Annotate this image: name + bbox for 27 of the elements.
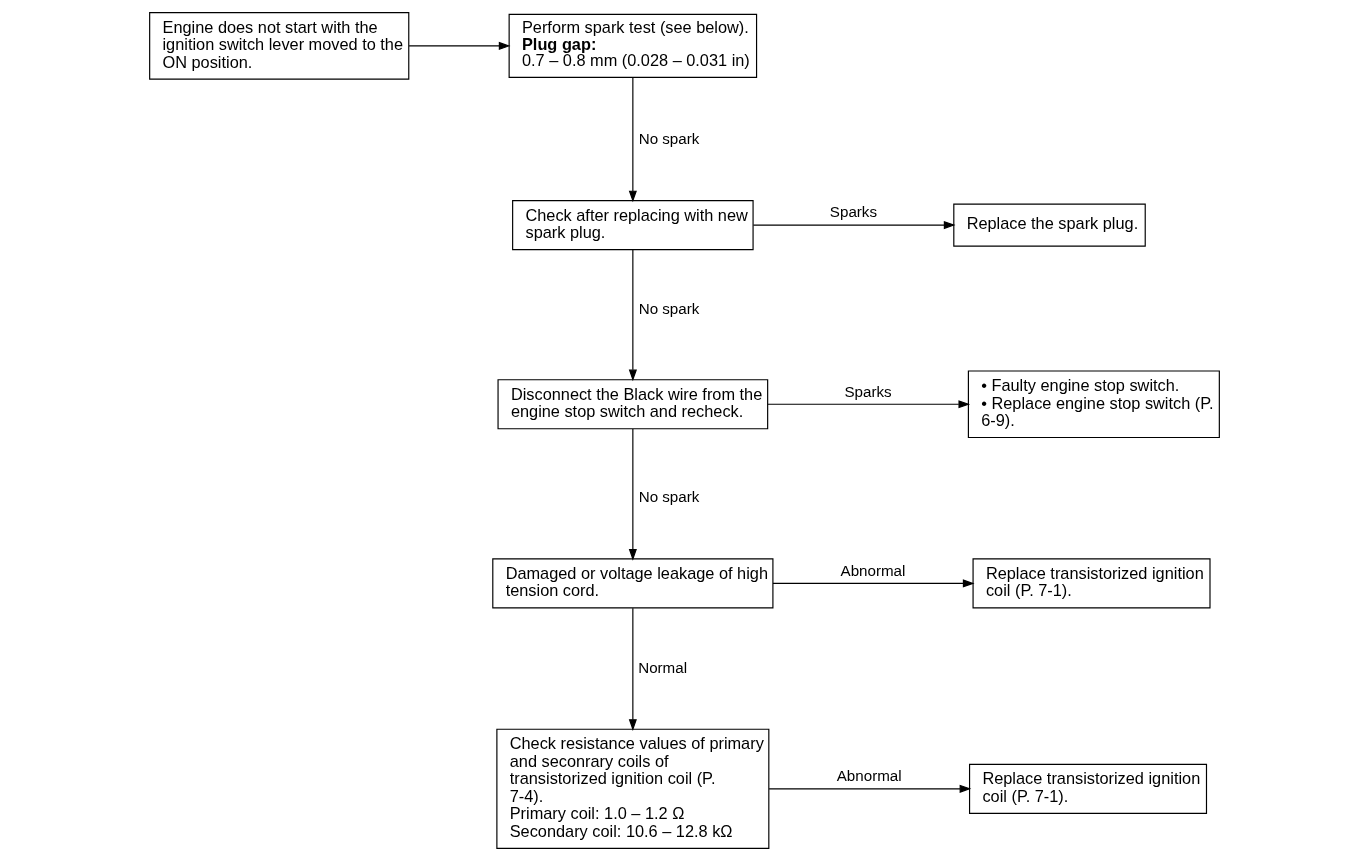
node-box: Damaged or voltage leakage of high tension cord.: [492, 558, 774, 609]
edge-label: Sparks: [844, 382, 892, 400]
node-box: Replace transistorized ignition coil (P. 7-1).: [969, 763, 1208, 814]
node-box: Replace the spark plug.: [953, 203, 1146, 247]
arrow: [768, 784, 972, 793]
edge-label: No spark: [638, 129, 700, 147]
arrow: [408, 41, 511, 51]
edge-label: No spark: [638, 488, 700, 506]
node-box: Perform spark test (see below). Plug gap: 0.7 – 0.8 mm (0.028 – 0.031 in): [508, 13, 758, 79]
arrow: [628, 77, 637, 203]
arrow: [628, 428, 637, 561]
node-box: Replace transistorized ignition coil (P. 7-1).: [972, 558, 1211, 609]
node-box: Disconnect the Black wire from the engine stop switch and recheck.: [497, 379, 769, 430]
arrow: [767, 400, 971, 409]
edge-label: Abnormal: [836, 767, 902, 785]
edge-label: Abnormal: [840, 561, 906, 579]
edge-label: Sparks: [829, 203, 878, 221]
node-box: Engine does not start with the ignition switch lever moved to the ON position.: [149, 12, 410, 80]
node-box: • Faulty engine stop switch. • Replace engine stop switch (P. 6-9).: [967, 370, 1220, 439]
arrow: [628, 607, 637, 731]
edge-label: No spark: [638, 300, 700, 318]
node-box: Check resistance values of primary and seconrary coils of transistorized ignition coil (P. 7-4). Primary coil: 1.0 – 1.2 Ω Secondary coil: 10.6 – 12.8 kΩ: [496, 728, 770, 849]
edge-label: Normal: [638, 658, 688, 676]
arrow: [772, 579, 975, 588]
arrow: [628, 249, 637, 382]
node-box: Check after replacing with new spark plug.: [512, 200, 754, 251]
arrow: [752, 221, 956, 230]
